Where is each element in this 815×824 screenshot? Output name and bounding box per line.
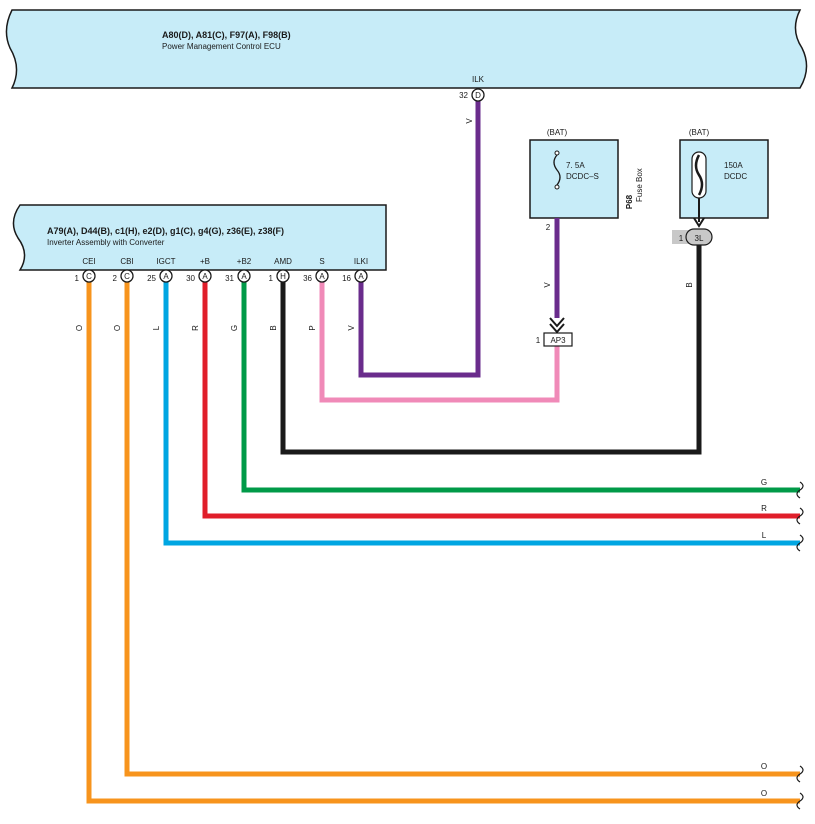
fuse-dcdc-rating: 150A <box>724 161 743 170</box>
wire-b <box>202 281 800 519</box>
arrow-down-icon <box>693 217 705 228</box>
pin-num-s: 36 <box>303 274 312 283</box>
wire-b2 <box>241 281 800 493</box>
pin-label-s: S <box>319 257 324 266</box>
wire-color-cbi: O <box>113 325 122 331</box>
connector-3l-label: 3L <box>695 234 704 243</box>
svg-text:C: C <box>86 272 92 281</box>
pin-num-cbi: 2 <box>113 274 118 283</box>
pin-connector-b2: A <box>237 269 251 283</box>
svg-text:A: A <box>358 272 364 281</box>
pin-connector-b: A <box>198 269 212 283</box>
wire-color-amd: B <box>269 325 278 330</box>
svg-text:H: H <box>280 272 286 281</box>
inverter-assembly-box <box>12 204 387 271</box>
svg-text:A: A <box>319 272 325 281</box>
wire-color-cei: O <box>75 325 84 331</box>
svg-text:D: D <box>475 91 481 100</box>
svg-text:A: A <box>163 272 169 281</box>
fuse-symbol-icon <box>553 150 561 190</box>
junction-ap3-pin: 1 <box>536 336 541 345</box>
wire-s <box>319 281 560 403</box>
pin-label-igct: IGCT <box>156 257 175 266</box>
wire-end-color-b: R <box>761 504 767 513</box>
wire-end-color-b2: G <box>761 478 767 487</box>
wire-igct <box>163 281 800 546</box>
ecu-connectors-label: A80(D), A81(C), F97(A), F98(B) <box>162 30 291 40</box>
wire-end-color-cei: O <box>761 789 767 798</box>
fuse-dcdc-source: (BAT) <box>689 128 710 137</box>
svg-text:A: A <box>241 272 247 281</box>
connector-3l-pin: 1 <box>679 234 684 243</box>
junction-ap3-label: AP3 <box>550 336 566 345</box>
wire-end-color-igct: L <box>762 531 767 540</box>
fuse-box-id: P68 <box>625 194 634 209</box>
wire-color-ilk: V <box>465 118 474 124</box>
wire-color-fuse150-out: B <box>685 282 694 287</box>
fuse-dcdc-name: DCDC <box>724 172 747 181</box>
fuse-dcdc-s-name: DCDC–S <box>566 172 599 181</box>
pin-num-b: 30 <box>186 274 195 283</box>
pin-num-cei: 1 <box>75 274 80 283</box>
wire-cei <box>86 281 800 804</box>
pin-label-amd: AMD <box>274 257 292 266</box>
fuse-box-name: Fuse Box <box>635 168 644 202</box>
ilk-pin-number: 32 <box>459 91 468 100</box>
wire-cbi <box>124 281 800 777</box>
wire-amd <box>280 245 702 455</box>
pin-label-cbi: CBI <box>120 257 133 266</box>
fuse-dcdc-s-box <box>529 139 619 219</box>
junction-ap3-box <box>543 332 573 347</box>
pin-label-b2: +B2 <box>237 257 252 266</box>
svg-text:C: C <box>124 272 130 281</box>
pin-connector-cbi: C <box>120 269 134 283</box>
pin-num-amd: 1 <box>269 274 274 283</box>
connector-3l-pin-bg <box>672 230 690 244</box>
wire-color-b2: G <box>230 325 239 331</box>
wire-color-fuse-out: V <box>543 282 552 288</box>
fusible-link-icon <box>691 151 707 199</box>
pin-label-b: +B <box>200 257 210 266</box>
fuse-dcdc-s-pin: 2 <box>546 223 551 232</box>
fuse-dcdc-s-source: (BAT) <box>547 128 568 137</box>
pin-connector-cei: C <box>82 269 96 283</box>
pin-connector-s: A <box>315 269 329 283</box>
svg-text:A: A <box>202 272 208 281</box>
pin-connector-igct: A <box>159 269 173 283</box>
wire-color-s: P <box>308 325 317 330</box>
fuse-dcdc-s-rating: 7. 5A <box>566 161 585 170</box>
wire-color-ilki: V <box>347 325 356 331</box>
junction-arrow-icon <box>549 317 565 334</box>
wire-end-color-cbi: O <box>761 762 767 771</box>
pin-label-cei: CEI <box>82 257 95 266</box>
wire-ilk-ilki <box>358 101 481 378</box>
pin-num-b2: 31 <box>225 274 234 283</box>
inverter-name-label: Inverter Assembly with Converter <box>47 238 165 247</box>
pin-label-ilki: ILKI <box>354 257 368 266</box>
pin-connector-ilki: A <box>354 269 368 283</box>
pin-connector-amd: H <box>276 269 290 283</box>
pin-num-ilki: 16 <box>342 274 351 283</box>
pin-num-igct: 25 <box>147 274 156 283</box>
inverter-connectors-label: A79(A), D44(B), c1(H), e2(D), g1(C), g4(… <box>47 226 284 236</box>
wire-break-marks <box>796 481 804 810</box>
wire-color-igct: L <box>152 325 161 330</box>
ecu-name-label: Power Management Control ECU <box>162 42 281 51</box>
ilk-pin-label: ILK <box>472 75 485 84</box>
ilk-pin-connector: D <box>471 88 485 102</box>
power-management-ecu-box <box>5 9 808 89</box>
wire-color-b: R <box>191 325 200 331</box>
